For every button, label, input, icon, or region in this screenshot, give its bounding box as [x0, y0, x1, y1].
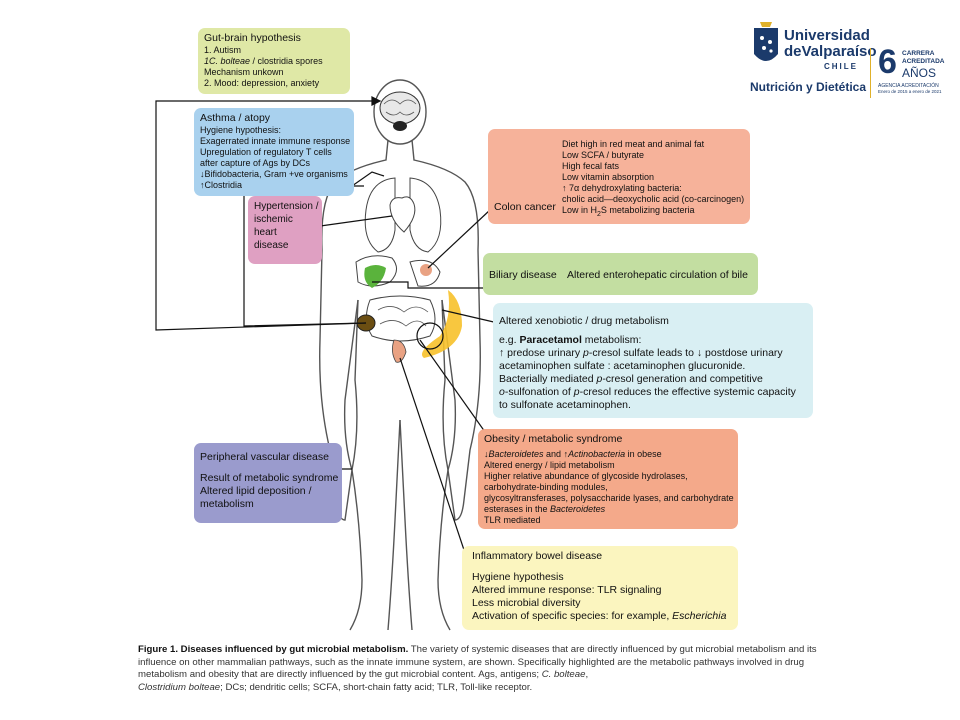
colon-cancer-line: cholic acid—deoxycholic acid (co-carcino… — [562, 194, 745, 204]
accreditation-years: 6 — [878, 43, 897, 81]
gut-brain-line-2: 1C. bolteae / clostridia spores — [204, 56, 323, 66]
xenobiotic-line: acetaminophen sulfate : acetaminophen gl… — [499, 360, 746, 372]
hypertension-line: disease — [254, 240, 289, 251]
obesity-line: TLR mediated — [484, 515, 541, 525]
figure-caption: Figure 1. Diseases influenced by gut mic… — [138, 644, 817, 693]
heart-illustration — [389, 196, 416, 233]
asthma-line: Upregulation of regulatory T cells — [200, 147, 332, 157]
accreditation-divider — [870, 48, 871, 98]
xenobiotic-title: Altered xenobiotic / drug metabolism — [499, 315, 669, 327]
gut-brain-line-3: Mechanism unkown — [204, 67, 284, 77]
asthma-title: Asthma / atopy — [200, 112, 271, 124]
xenobiotic-line: to sulfonate acetaminophen. — [499, 399, 631, 411]
human-silhouette — [319, 79, 481, 631]
pvd-line: Result of metabolic syndrome — [200, 472, 339, 484]
obesity-line: glycosyltransferases, polysaccharide lya… — [484, 493, 734, 503]
obesity-line: carbohydrate-binding modules, — [484, 482, 608, 492]
gut-brain-box: Gut-brain hypothesis 1. Autism 1C. bolte… — [198, 28, 350, 94]
colon-cancer-line: Low vitamin absorption — [562, 172, 655, 182]
xenobiotic-line: o-sulfonation of p-cresol reduces the ef… — [499, 386, 796, 398]
university-name: Universidad deValparaíso — [784, 27, 877, 60]
obesity-line: Altered energy / lipid metabolism — [484, 460, 615, 470]
shield-icon — [754, 22, 778, 61]
biliary-box: Biliary disease Altered enterohepatic ci… — [483, 253, 758, 295]
colon-cancer-line: Diet high in red meat and animal fat — [562, 139, 705, 149]
lungs-illustration — [364, 177, 442, 253]
xenobiotic-line: Bacterially mediated p-cresol generation… — [499, 373, 763, 385]
asthma-box: Asthma / atopy Hygiene hypothesis: Exage… — [194, 108, 354, 196]
ibd-line: Altered immune response: TLR signaling — [472, 584, 662, 596]
hypertension-line: ischemic — [254, 214, 293, 225]
pvd-line: Altered lipid deposition / — [200, 485, 312, 497]
xenobiotic-box: Altered xenobiotic / drug metabolism e.g… — [493, 303, 813, 418]
gut-brain-line-1: 1. Autism — [204, 45, 242, 55]
obesity-line: esterases in the Bacteroidetes — [484, 504, 606, 514]
program-label: Nutrición y Dietética — [750, 80, 867, 94]
accreditation-period: Enero de 2015 a enero de 2021 — [878, 89, 942, 94]
country-label: CHILE — [824, 62, 858, 71]
asthma-line: Exagerrated innate immune response — [200, 136, 351, 146]
caption-title: Figure 1. Diseases influenced by gut mic… — [138, 644, 409, 655]
ibd-box: Inflammatory bowel disease Hygiene hypot… — [462, 546, 738, 630]
xenobiotic-line: ↑ predose urinary p-cresol sulfate leads… — [499, 347, 783, 359]
ibd-line: Activation of specific species: for exam… — [472, 610, 727, 622]
accreditation-carrera: CARRERA — [902, 50, 935, 57]
asthma-line: ↓Bifidobacteria, Gram +ve organisms — [200, 169, 348, 179]
pvd-line: metabolism — [200, 498, 254, 510]
colon-cancer-line: High fecal fats — [562, 161, 620, 171]
asthma-line: ↑Clostridia — [200, 180, 243, 190]
pvd-title: Peripheral vascular disease — [200, 451, 329, 463]
gut-brain-line-4: 2. Mood: depression, anxiety — [204, 78, 320, 88]
xenobiotic-marker — [416, 322, 444, 350]
digestive-illustration — [355, 255, 441, 363]
colon-cancer-box: Colon cancer Diet high in red meat and a… — [488, 129, 750, 224]
xenobiotic-line: e.g. Paracetamol metabolism: — [499, 334, 642, 346]
colon-cancer-line: Low in H2S metabolizing bacteria — [562, 205, 695, 218]
peripheral-vascular-box: Peripheral vascular disease Result of me… — [194, 443, 342, 523]
university-logo: Universidad deValparaíso CHILE Nutrición… — [748, 18, 948, 102]
obesity-box: Obesity / metabolic syndrome ↓Bacteroide… — [478, 429, 738, 529]
ibd-title: Inflammatory bowel disease — [472, 550, 603, 562]
biliary-label: Biliary disease — [489, 269, 557, 281]
hypertension-line: heart — [254, 227, 277, 238]
obesity-title: Obesity / metabolic syndrome — [484, 433, 623, 445]
hypertension-line: Hypertension / — [254, 201, 319, 212]
accreditation-agency: AGENCIA ACREDITACIÓN — [878, 83, 939, 89]
asthma-line: Hygiene hypothesis: — [200, 125, 282, 135]
ibd-line: Less microbial diversity — [472, 597, 581, 609]
hypertension-box: Hypertension / ischemic heart disease — [248, 196, 322, 264]
brain-illustration — [379, 91, 421, 131]
colon-cancer-label: Colon cancer — [494, 201, 556, 213]
asthma-line: after capture of Ags by DCs — [200, 158, 311, 168]
accreditation-acreditada: ACREDITADA — [902, 58, 945, 65]
obesity-line: ↓Bacteroidetes and ↑Actinobacteria in ob… — [484, 449, 662, 459]
colon-cancer-line: Low SCFA / butyrate — [562, 150, 645, 160]
gut-brain-title: Gut-brain hypothesis — [204, 32, 301, 44]
accreditation-anos: AÑOS — [902, 66, 937, 80]
obesity-line: Higher relative abundance of glycoside h… — [484, 471, 688, 481]
colon-cancer-line: ↑ 7α dehydroxylating bacteria: — [562, 183, 682, 193]
adipose-illustration — [422, 290, 462, 358]
biliary-text: Altered enterohepatic circulation of bil… — [567, 269, 748, 281]
ibd-line: Hygiene hypothesis — [472, 571, 564, 583]
